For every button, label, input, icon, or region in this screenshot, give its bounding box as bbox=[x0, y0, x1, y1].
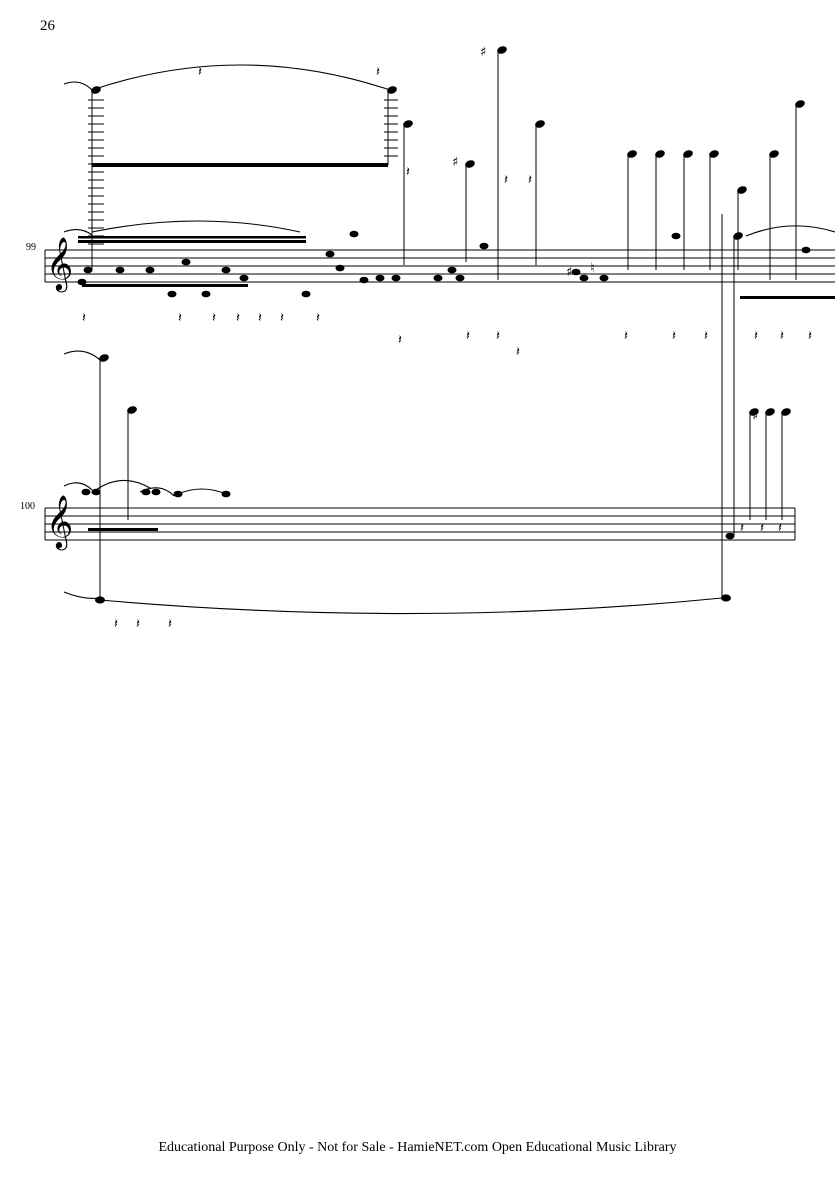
page-number: 26 bbox=[40, 18, 55, 34]
quarter-rest: 𝄽 bbox=[406, 165, 410, 180]
quarter-rest: 𝄽 bbox=[754, 329, 758, 344]
quarter-rest: 𝄽 bbox=[280, 311, 284, 326]
notes-system-99: ♯ ♯ ♯ ♮ bbox=[63, 45, 835, 299]
footer-notice: Educational Purpose Only - Not for Sale … bbox=[158, 1140, 677, 1155]
sharp-sign: ♯ bbox=[752, 409, 758, 424]
quarter-rest: 𝄽 bbox=[466, 329, 470, 344]
measure-number-100: 100 bbox=[20, 501, 35, 512]
quarter-rest: 𝄽 bbox=[780, 329, 784, 344]
quarter-rest: 𝄽 bbox=[82, 311, 86, 326]
quarter-rest: 𝄽 bbox=[198, 65, 202, 80]
quarter-rest: 𝄽 bbox=[740, 521, 744, 536]
quarter-rest: 𝄽 bbox=[376, 65, 380, 80]
quarter-rest: 𝄽 bbox=[778, 521, 782, 536]
quarter-rest: 𝄽 bbox=[398, 333, 402, 348]
treble-clef-100: 𝄞 bbox=[46, 494, 73, 550]
quarter-rest: 𝄽 bbox=[236, 311, 240, 326]
quarter-rest: 𝄽 bbox=[212, 311, 216, 326]
notes-system-100: ♯ bbox=[63, 214, 791, 615]
quarter-rest: 𝄽 bbox=[624, 329, 628, 344]
rests-system-100: 𝄽 𝄽 𝄽 𝄽 𝄽 𝄽 bbox=[114, 521, 782, 632]
quarter-rest: 𝄽 bbox=[672, 329, 676, 344]
quarter-rest: 𝄽 bbox=[316, 311, 320, 326]
sharp-sign: ♯ bbox=[452, 155, 458, 170]
quarter-rest: 𝄽 bbox=[528, 173, 532, 188]
staff-system-100 bbox=[44, 507, 796, 541]
quarter-rest: 𝄽 bbox=[496, 329, 500, 344]
sharp-sign: ♯ bbox=[566, 265, 572, 280]
natural-sign: ♮ bbox=[590, 261, 595, 276]
rests-system-99: 𝄽 𝄽 𝄽 𝄽 𝄽 𝄽 𝄽 𝄽 𝄽 𝄽 𝄽 𝄽 𝄽 𝄽 𝄽 𝄽 𝄽 𝄽 𝄽 𝄽 … bbox=[82, 65, 812, 360]
measure-number-99: 99 bbox=[26, 242, 36, 253]
quarter-rest: 𝄽 bbox=[504, 173, 508, 188]
sharp-sign: ♯ bbox=[480, 45, 486, 60]
treble-clef-99: 𝄞 bbox=[46, 236, 73, 292]
quarter-rest: 𝄽 bbox=[516, 345, 520, 360]
quarter-rest: 𝄽 bbox=[178, 311, 182, 326]
quarter-rest: 𝄽 bbox=[704, 329, 708, 344]
quarter-rest: 𝄽 bbox=[258, 311, 262, 326]
staff-system-99 bbox=[44, 249, 835, 283]
quarter-rest: 𝄽 bbox=[808, 329, 812, 344]
quarter-rest: 𝄽 bbox=[168, 617, 172, 632]
quarter-rest: 𝄽 bbox=[760, 521, 764, 536]
quarter-rest: 𝄽 bbox=[136, 617, 140, 632]
quarter-rest: 𝄽 bbox=[114, 617, 118, 632]
